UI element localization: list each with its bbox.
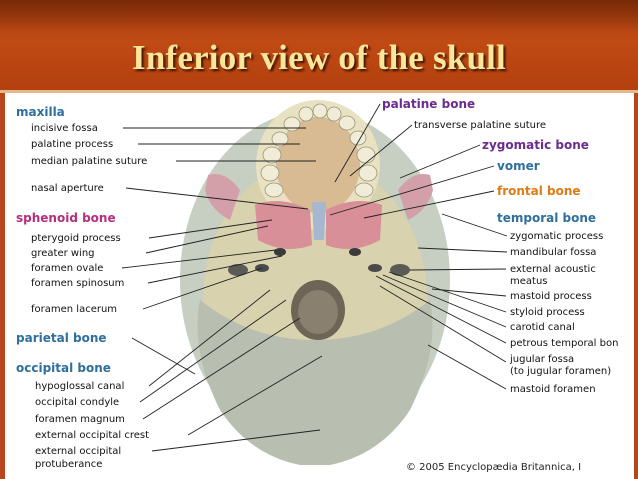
label-pterygoid-process: pterygoid process xyxy=(31,233,121,244)
label-incisive-fossa: incisive fossa xyxy=(31,123,98,134)
foramen-magnum-inner xyxy=(298,290,338,334)
left-border xyxy=(0,93,5,479)
label-occipital-condyle: occipital condyle xyxy=(35,397,119,408)
label-palatine-process: palatine process xyxy=(31,139,113,150)
foramen-lacerum-right xyxy=(368,264,382,272)
sphenoid-right xyxy=(326,201,382,249)
label-styloid-process: styloid process xyxy=(510,307,585,318)
label-mandibular-fossa: mandibular fossa xyxy=(510,247,596,258)
label-zygomatic-bone: zygomatic bone xyxy=(482,138,589,152)
label-mastoid-foramen: mastoid foramen xyxy=(510,384,596,395)
title-banner xyxy=(0,0,638,93)
vomer-bone xyxy=(312,202,326,240)
label-foramen-magnum: foramen magnum xyxy=(35,414,125,425)
acoustic-meatus-left xyxy=(228,264,248,276)
palate-bone xyxy=(276,117,360,213)
label-carotid-canal: carotid canal xyxy=(510,322,575,333)
foramen-ovale-right xyxy=(349,248,361,256)
label-external-occipital: external occipital xyxy=(35,446,121,457)
copyright-credit: © 2005 Encyclopædia Britannica, I xyxy=(406,462,581,473)
label-sphenoid-bone: sphenoid bone xyxy=(16,211,116,225)
label-zygomatic-process: zygomatic process xyxy=(510,231,603,242)
skull-diagram: maxilla incisive fossa palatine process … xyxy=(16,97,618,473)
label-foramen-spinosum: foramen spinosum xyxy=(31,278,124,289)
label-foramen-ovale: foramen ovale xyxy=(31,263,103,274)
label-frontal-bone: frontal bone xyxy=(497,184,581,198)
label-median-palatine-suture: median palatine suture xyxy=(31,156,147,167)
right-border xyxy=(634,93,638,479)
label-nasal-aperture: nasal aperture xyxy=(31,183,104,194)
slide-title: Inferior view of the skull xyxy=(132,38,506,77)
label-temporal-bone: temporal bone xyxy=(497,211,596,225)
zygomatic-right xyxy=(398,174,433,220)
zygomatic-left xyxy=(205,174,240,220)
leader-lines xyxy=(121,103,508,452)
label-petrous-temporal-bone: petrous temporal bon xyxy=(510,338,618,349)
label-meatus: meatus xyxy=(510,276,548,287)
label-occipital-bone: occipital bone xyxy=(16,361,111,375)
skull-illustration xyxy=(180,100,450,465)
label-greater-wing: greater wing xyxy=(31,248,95,259)
label-protuberance: protuberance xyxy=(35,459,102,470)
label-jugular-fossa: jugular fossa xyxy=(509,354,574,365)
label-foramen-lacerum: foramen lacerum xyxy=(31,304,117,315)
label-to-jugular-foramen: (to jugular foramen) xyxy=(510,366,611,377)
sphenoid-left xyxy=(255,201,312,249)
label-vomer: vomer xyxy=(497,159,540,173)
label-external-occipital-crest: external occipital crest xyxy=(35,430,149,441)
label-external-acoustic: external acoustic xyxy=(510,264,596,275)
label-transverse-palatine-suture: transverse palatine suture xyxy=(414,120,546,131)
label-parietal-bone: parietal bone xyxy=(16,331,107,345)
label-maxilla: maxilla xyxy=(16,105,65,119)
acoustic-meatus-right xyxy=(390,264,410,276)
foramen-ovale-left xyxy=(274,248,286,256)
label-hypoglossal-canal: hypoglossal canal xyxy=(35,381,124,392)
label-mastoid-process: mastoid process xyxy=(510,291,592,302)
label-palatine-bone: palatine bone xyxy=(382,97,475,111)
occipital-region xyxy=(197,300,433,465)
